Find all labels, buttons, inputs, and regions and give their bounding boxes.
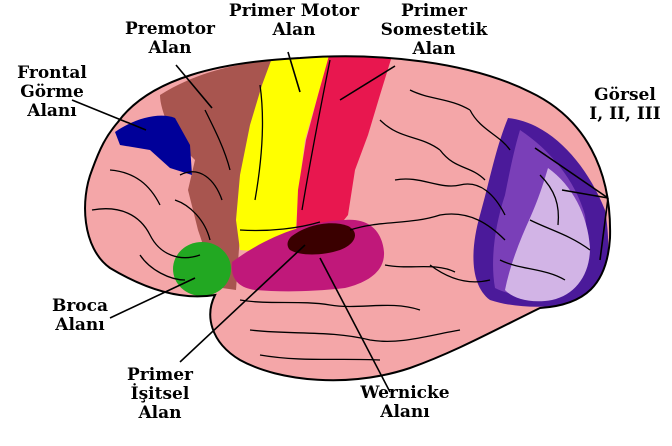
- label-frontal-eye-line1: Frontal: [2, 64, 102, 83]
- label-visual-line2: I, II, III: [580, 105, 670, 124]
- label-broca-line2: Alanı: [40, 316, 120, 335]
- broca-region: [173, 242, 231, 296]
- label-primary-auditory-line1: Primer: [120, 366, 200, 385]
- label-frontal-eye-line3: Alanı: [2, 102, 102, 121]
- label-broca-line1: Broca: [40, 297, 120, 316]
- label-premotor: Premotor Alan: [110, 20, 230, 58]
- label-wernicke: Wernicke Alanı: [350, 384, 460, 422]
- label-frontal-eye-line2: Görme: [2, 83, 102, 102]
- label-somatosensory-line2: Somestetik: [374, 21, 494, 40]
- label-wernicke-line2: Alanı: [350, 403, 460, 422]
- label-primary-motor-line2: Alan: [224, 21, 364, 40]
- label-primary-auditory: Primer İşitsel Alan: [120, 366, 200, 423]
- label-broca: Broca Alanı: [40, 297, 120, 335]
- label-visual-line1: Görsel: [580, 86, 670, 105]
- label-primary-auditory-line3: Alan: [120, 404, 200, 423]
- label-somatosensory-line1: Primer: [374, 2, 494, 21]
- label-visual: Görsel I, II, III: [580, 86, 670, 124]
- label-premotor-line1: Premotor: [110, 20, 230, 39]
- label-somatosensory: Primer Somestetik Alan: [374, 2, 494, 59]
- label-primary-motor: Primer Motor Alan: [224, 2, 364, 40]
- label-premotor-line2: Alan: [110, 39, 230, 58]
- label-primary-auditory-line2: İşitsel: [120, 385, 200, 404]
- label-wernicke-line1: Wernicke: [350, 384, 460, 403]
- label-frontal-eye: Frontal Görme Alanı: [2, 64, 102, 121]
- label-somatosensory-line3: Alan: [374, 40, 494, 59]
- label-primary-motor-line1: Primer Motor: [224, 2, 364, 21]
